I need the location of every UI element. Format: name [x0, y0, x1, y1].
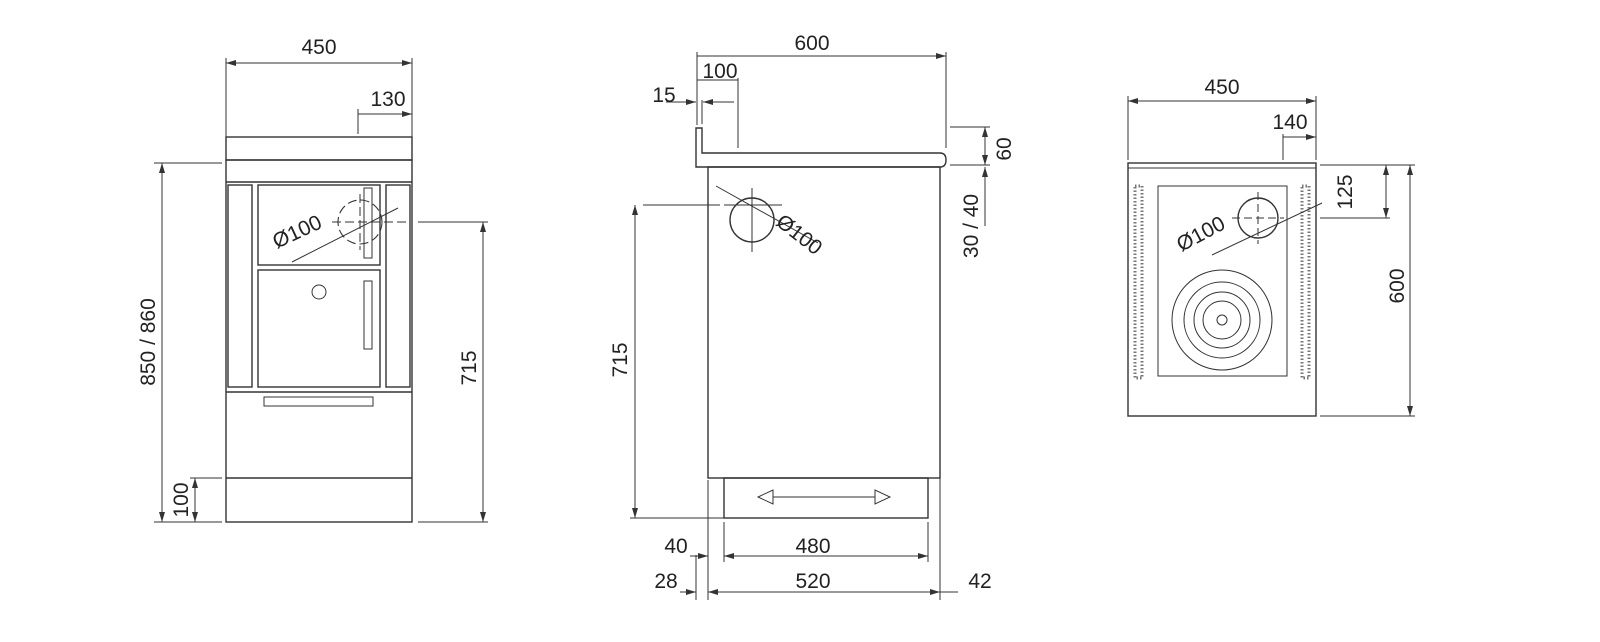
- rear-overhang-dimension: 42: [968, 570, 991, 593]
- upstand-thickness-dimension: 15: [652, 84, 675, 107]
- cooktop-outline: [1127, 162, 1317, 417]
- plinth-depth-dimension: 480: [795, 535, 830, 558]
- side-panel-left: [227, 184, 253, 388]
- flue-height-dimension: 715: [458, 350, 481, 385]
- door-handle: [363, 187, 373, 259]
- flue-offset-x-dimension: 140: [1272, 111, 1307, 134]
- cooktop-side: [695, 127, 947, 168]
- side-panel-right: [385, 184, 411, 388]
- body-side: [707, 166, 941, 479]
- depth-dimension: 600: [794, 32, 829, 55]
- thermometer-icon: [311, 284, 327, 300]
- top-thickness-dimension: 30 / 40: [960, 194, 983, 258]
- drawer-handle: [263, 396, 374, 407]
- flue-diameter-label: Ø100: [1173, 212, 1229, 256]
- cooktop-plate: [225, 136, 413, 161]
- side-view: Ø100 600 100 15 60 30 / 40 715 40 480 28…: [609, 32, 1016, 600]
- flue-offset-y-dimension: 125: [1334, 174, 1357, 209]
- width-dimension: 450: [1204, 76, 1239, 99]
- vent-left: [1133, 184, 1144, 380]
- front-view: Ø100 450 130 850 / 860 715 100: [137, 36, 488, 523]
- flue-height-dimension: 715: [609, 342, 632, 377]
- flue-diameter-label: Ø100: [269, 211, 325, 254]
- height-dimension: 850 / 860: [137, 298, 160, 386]
- plinth-front-dimension: 40: [664, 535, 687, 558]
- door-handle: [363, 280, 373, 350]
- hotplate-rings: [1171, 269, 1273, 371]
- top-height-dimension: 60: [993, 137, 1016, 160]
- front-overhang-dimension: 28: [654, 570, 677, 593]
- plinth-drawer: [723, 477, 929, 519]
- slide-arrow-icon: [756, 489, 892, 505]
- depth-dimension: 600: [1386, 268, 1409, 303]
- flue-offset-dimension: 130: [370, 88, 405, 111]
- flue-diameter-label: Ø100: [772, 210, 827, 260]
- cabinet-body: [225, 159, 413, 523]
- firebox-door: [257, 184, 381, 266]
- upstand-offset-dimension: 100: [702, 60, 737, 83]
- hob-plate: [1157, 185, 1288, 377]
- vent-right: [1300, 184, 1311, 380]
- body-depth-dimension: 520: [795, 570, 830, 593]
- width-dimension: 450: [301, 36, 336, 59]
- plinth-dimension: 100: [170, 482, 193, 517]
- top-view: Ø100 450 140 125 600: [1127, 76, 1415, 417]
- oven-door: [257, 269, 381, 388]
